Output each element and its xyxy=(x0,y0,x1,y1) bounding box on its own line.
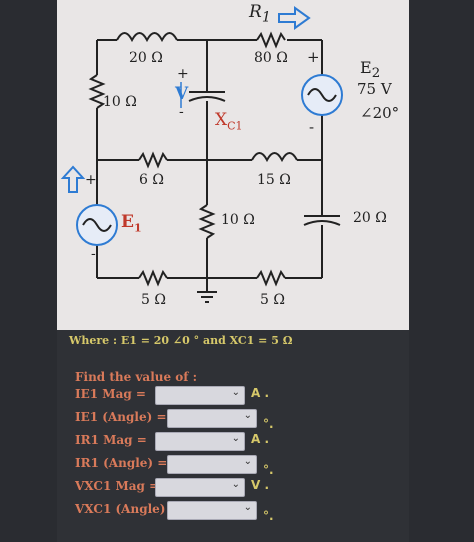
resistor-6 xyxy=(138,151,168,169)
resistor-top-right xyxy=(256,31,286,49)
capacitor-label: XC1 xyxy=(215,110,243,133)
answer-unit: V . xyxy=(251,478,270,492)
chevron-down-icon: ⌄ xyxy=(231,387,240,398)
resistor-bottom-right xyxy=(256,269,286,287)
answer-unit: °. xyxy=(263,509,274,523)
inductor-top-left xyxy=(116,32,178,43)
circuit-diagram xyxy=(60,6,343,303)
e1-label: E1 xyxy=(121,212,142,235)
chevron-down-icon: ⌄ xyxy=(231,479,240,490)
ground-icon xyxy=(197,291,217,303)
resistor-6-label: 6 Ω xyxy=(139,172,164,188)
chevron-down-icon: ⌄ xyxy=(231,433,240,444)
resistor-center xyxy=(198,204,216,239)
resistor-bottom-right-label: 5 Ω xyxy=(260,292,285,308)
chevron-down-icon: ⌄ xyxy=(243,502,252,513)
resistor-left xyxy=(88,74,106,109)
answer-unit: A . xyxy=(251,432,270,446)
answer-label: IR1 (Angle) = xyxy=(75,456,168,470)
answer-dropdown[interactable]: ⌄ xyxy=(155,478,245,497)
v-label: V xyxy=(175,84,189,104)
answer-label: IR1 Mag = xyxy=(75,433,147,447)
inductor-top-left-label: 20 Ω xyxy=(129,50,163,66)
find-text: Find the value of : xyxy=(75,370,198,384)
e2-magnitude: 75 V xyxy=(357,80,392,98)
circuit-panel: R1 20 Ω 80 Ω + E2 75 V ∠20° - 10 Ω + V -… xyxy=(57,0,409,330)
answer-dropdown[interactable]: ⌄ xyxy=(155,386,245,405)
resistor-bottom-left xyxy=(138,269,168,287)
answer-label: VXC1 (Angle) = xyxy=(75,502,180,516)
e1-plus: + xyxy=(85,172,97,188)
answer-label: VXC1 Mag = xyxy=(75,479,160,493)
inductor-15 xyxy=(251,152,298,163)
chevron-down-icon: ⌄ xyxy=(243,410,252,421)
v-plus: + xyxy=(177,66,189,82)
resistor-center-label: 10 Ω xyxy=(221,212,255,228)
e2-plus: + xyxy=(307,48,320,66)
capacitor-plate-bottom xyxy=(188,96,226,102)
answer-unit: A . xyxy=(251,386,270,400)
inductor-15-label: 15 Ω xyxy=(257,172,291,188)
answer-dropdown[interactable]: ⌄ xyxy=(167,501,257,520)
resistor-bottom-left-label: 5 Ω xyxy=(141,292,166,308)
capacitor-right-label: 20 Ω xyxy=(353,210,387,226)
e1-minus: - xyxy=(91,246,96,262)
e2-minus: - xyxy=(309,118,315,136)
v-minus: - xyxy=(179,104,184,120)
answer-unit: °. xyxy=(263,463,274,477)
resistor-top-right-label: 80 Ω xyxy=(254,50,288,66)
e1-current-arrow-icon xyxy=(60,165,86,193)
r1-arrow-icon xyxy=(278,6,311,30)
answer-area: Where : E1 = 20 ∠0 ° and XC1 = 5 Ω Find … xyxy=(57,330,409,542)
where-text: Where : E1 = 20 ∠0 ° and XC1 = 5 Ω xyxy=(69,334,293,347)
resistor-left-label: 10 Ω xyxy=(103,94,137,110)
e2-angle: ∠20° xyxy=(360,104,400,122)
chevron-down-icon: ⌄ xyxy=(243,456,252,467)
capacitor-right-bottom xyxy=(303,220,341,226)
e2-label: E2 xyxy=(360,58,381,82)
answer-label: IE1 (Angle) = xyxy=(75,410,167,424)
r1-label: R1 xyxy=(249,2,271,26)
answer-unit: °. xyxy=(263,417,274,431)
answer-dropdown[interactable]: ⌄ xyxy=(167,455,257,474)
answer-dropdown[interactable]: ⌄ xyxy=(155,432,245,451)
answer-label: IE1 Mag = xyxy=(75,387,146,401)
answer-dropdown[interactable]: ⌄ xyxy=(167,409,257,428)
